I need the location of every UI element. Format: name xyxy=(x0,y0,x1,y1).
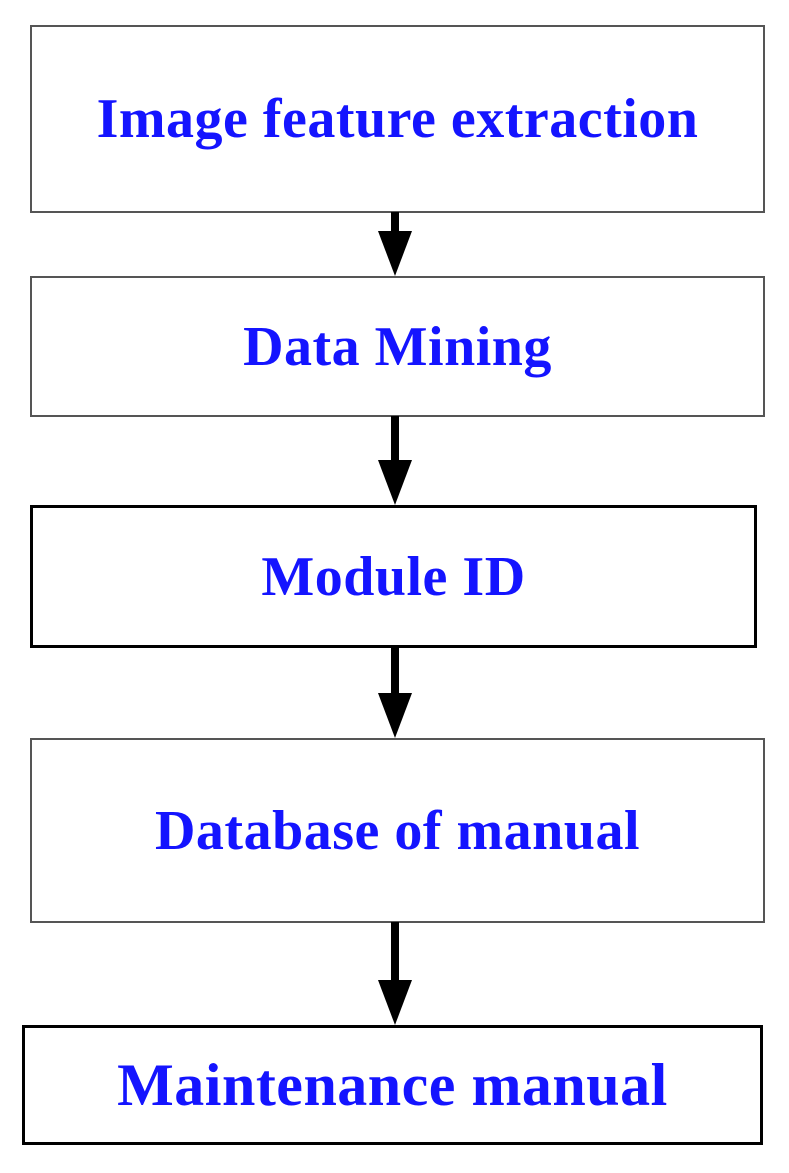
node-label-database-of-manual: Database of manual xyxy=(154,799,641,862)
node-label-data-mining: Data Mining xyxy=(243,315,552,378)
arrow-head xyxy=(378,460,412,505)
flow-arrow-down-icon xyxy=(378,416,412,505)
node-label-maintenance-manual: Maintenance manual xyxy=(117,1052,668,1118)
arrow-head xyxy=(378,980,412,1025)
arrow-stem xyxy=(391,647,399,693)
arrow-stem xyxy=(391,212,399,231)
arrow-head xyxy=(378,693,412,738)
flow-arrow-down-icon xyxy=(378,922,412,1025)
flow-node-database-of-manual: Database of manual xyxy=(30,738,765,923)
arrow-stem xyxy=(391,922,399,980)
flow-node-data-mining: Data Mining xyxy=(30,276,765,417)
node-label-image-feature-extraction: Image feature extraction xyxy=(96,88,699,150)
flow-arrow-down-icon xyxy=(378,647,412,738)
flow-node-module-id: Module ID xyxy=(30,505,757,648)
arrow-stem xyxy=(391,416,399,460)
flow-node-maintenance-manual: Maintenance manual xyxy=(22,1025,763,1145)
flow-node-image-feature-extraction: Image feature extraction xyxy=(30,25,765,213)
arrow-head xyxy=(378,231,412,276)
node-label-module-id: Module ID xyxy=(261,545,526,608)
flow-arrow-down-icon xyxy=(378,212,412,276)
